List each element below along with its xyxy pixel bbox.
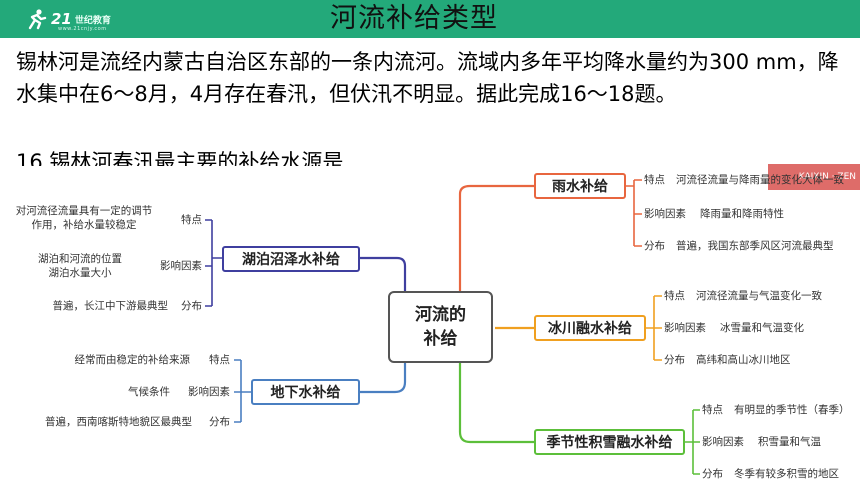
branch-glacier: 冰川融水补给 xyxy=(534,315,646,341)
snow-key-distribution: 分布 xyxy=(702,468,723,480)
rain-value-distribution: 普遍，我国东部季风区河流最典型 xyxy=(676,240,834,252)
glacier-key-distribution: 分布 xyxy=(664,354,685,366)
snow-value-distribution: 冬季有较多积雪的地区 xyxy=(734,468,839,480)
ground-key-factor: 影响因素 xyxy=(188,386,230,398)
glacier-key-factor: 影响因素 xyxy=(664,322,706,334)
passage-text: 锡林河是流经内蒙古自治区东部的一条内流河。流域内多年平均降水量约为300 mm，… xyxy=(16,50,839,106)
mind-map: 河流的 补给 湖泊沼泽水补给 地下水补给 雨水补给 冰川融水补给 季节性积雪融水… xyxy=(0,166,860,484)
glacier-key-feature: 特点 xyxy=(664,290,685,302)
branch-ground: 地下水补给 xyxy=(251,379,360,405)
ground-value-distribution: 普遍，西南喀斯特地貌区最典型 xyxy=(45,416,192,428)
logo-url: www.21cnjy.com xyxy=(58,26,107,32)
logo-subtext: 世纪教育 xyxy=(74,15,111,26)
ground-key-feature: 特点 xyxy=(209,354,230,366)
snow-key-factor: 影响因素 xyxy=(702,436,744,448)
ground-value-factor: 气候条件 xyxy=(128,386,170,398)
logo-text: 21 xyxy=(51,10,72,28)
lake-key-factor: 影响因素 xyxy=(160,260,202,272)
snow-value-feature: 有明显的季节性（春季） xyxy=(734,404,850,416)
question-clip: 16.锡林河春汛最主要的补给水源是 xyxy=(16,146,716,166)
runner-logo-icon xyxy=(28,9,47,30)
mind-map-connectors xyxy=(205,179,700,475)
lake-value-feature: 对河流径流量具有一定的调节 作用，补给水量较稳定 xyxy=(15,205,153,231)
connector-snow xyxy=(458,362,534,444)
logo: 21 世纪教育 xyxy=(26,6,111,32)
glacier-value-feature: 河流径流量与气温变化一致 xyxy=(696,290,822,302)
snow-value-factor: 积雪量和气温 xyxy=(758,436,821,448)
rain-key-feature: 特点 xyxy=(644,174,665,186)
watermark-badge: KAIXIN · ZEN xyxy=(768,164,860,190)
rain-value-factor: 降雨量和降雨特性 xyxy=(700,208,784,220)
ground-value-feature: 经常而由稳定的补给来源 xyxy=(74,354,191,366)
lake-key-feature: 特点 xyxy=(181,214,202,226)
rain-key-distribution: 分布 xyxy=(644,240,665,252)
branch-rain: 雨水补给 xyxy=(534,173,626,199)
glacier-value-factor: 冰雪量和气温变化 xyxy=(720,322,804,334)
connector-rain xyxy=(458,184,534,306)
connector-lake xyxy=(360,256,407,306)
glacier-value-distribution: 高纬和高山冰川地区 xyxy=(696,354,791,366)
connector-ground xyxy=(360,362,407,394)
ground-key-distribution: 分布 xyxy=(209,416,230,428)
center-node: 河流的 补给 xyxy=(388,291,493,363)
page-title: 河流补给类型 xyxy=(330,3,498,34)
snow-key-feature: 特点 xyxy=(702,404,723,416)
branch-snow: 季节性积雪融水补给 xyxy=(534,429,685,455)
lake-value-factor: 湖泊和河流的位置 湖泊水量大小 xyxy=(38,253,122,279)
rain-value-feature: 河流径流量与降雨量的变化大体一致 xyxy=(676,174,844,186)
lake-key-distribution: 分布 xyxy=(181,300,202,312)
rain-key-factor: 影响因素 xyxy=(644,208,686,220)
question-text: 16.锡林河春汛最主要的补给水源是 xyxy=(16,150,344,166)
header-bar: 21 世纪教育 www.21cnjy.com 河流补给类型 xyxy=(0,0,860,38)
branch-lake: 湖泊沼泽水补给 xyxy=(222,246,360,272)
lake-value-distribution: 普遍，长江中下游最典型 xyxy=(52,300,169,312)
